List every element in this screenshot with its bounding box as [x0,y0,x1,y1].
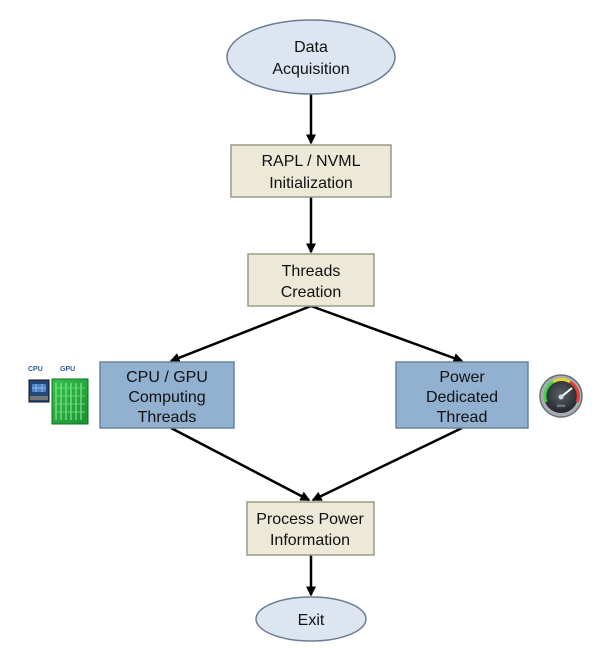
arrow-threads-to-compute [169,304,312,363]
node-power-thread-line3: Thread [437,409,488,426]
node-compute-threads-line2: Computing [128,389,205,406]
node-exit-label: Exit [298,612,325,629]
node-data-acquisition-line1: Data [294,39,328,56]
arrow-compute-to-process [170,426,311,502]
node-exit: Exit [255,596,367,642]
node-power-thread-line2: Dedicated [426,389,498,406]
cpu-gpu-icons: CPU GPU [28,366,89,425]
node-rapl-init-line1: RAPL / NVML [262,153,361,170]
node-rapl-init: RAPL / NVML Initialization [230,144,392,198]
node-compute-threads-line1: CPU / GPU [126,369,208,386]
node-threads-creation: Threads Creation [247,253,375,307]
gpu-icon-label: GPU [60,366,75,373]
node-power-thread: Power Dedicated Thread [395,361,529,429]
arrow-power-to-process [311,426,463,502]
node-data-acquisition-line2: Acquisition [272,61,349,78]
node-compute-threads-line3: Threads [138,409,197,426]
speedometer-text: kWh [557,403,565,408]
speedometer-icon: kWh [539,374,583,418]
cpu-icon-label: CPU [28,366,43,373]
cpu-chip-icon [28,379,50,403]
node-rapl-init-line2: Initialization [269,175,353,192]
node-process-power: Process Power Information [246,501,375,556]
node-threads-creation-line1: Threads [282,263,341,280]
arrow-threads-to-power [310,304,464,363]
node-threads-creation-line2: Creation [281,284,341,301]
node-power-thread-line1: Power [439,369,485,386]
gpu-card-icon [51,378,89,425]
node-process-power-line1: Process Power [256,511,364,528]
node-compute-threads: CPU / GPU Computing Threads [99,361,235,429]
node-process-power-line2: Information [270,532,350,549]
node-data-acquisition: Data Acquisition [226,19,396,95]
